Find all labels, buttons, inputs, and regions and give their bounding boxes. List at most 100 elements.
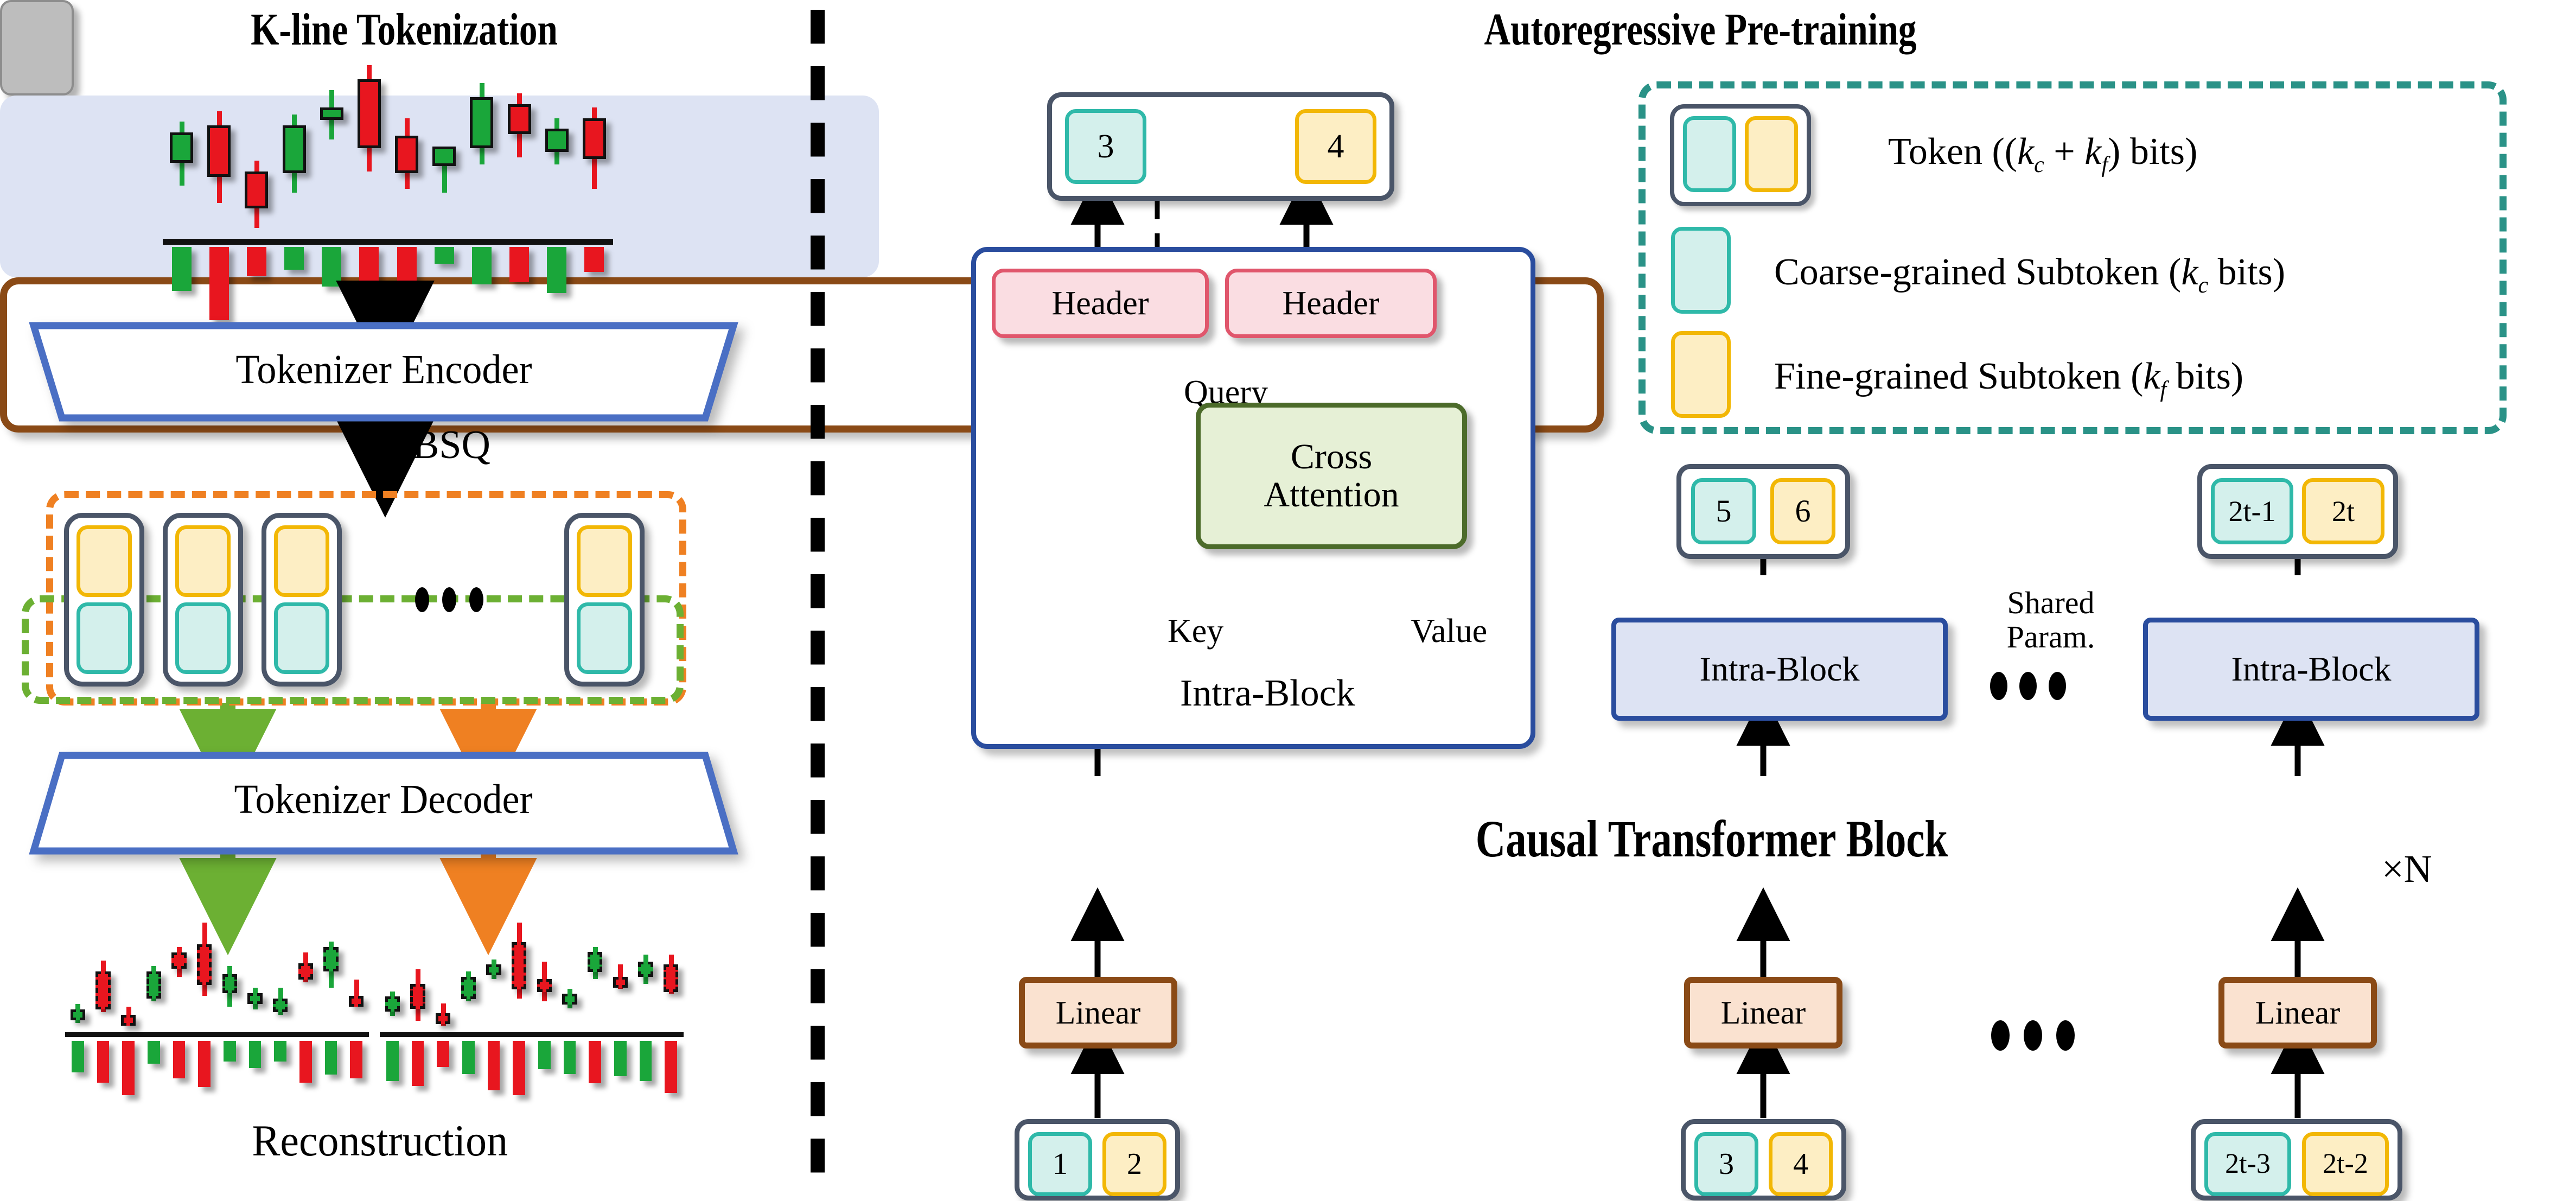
bsq-token-3-fine[interactable] bbox=[274, 525, 329, 597]
candle-body bbox=[436, 1013, 451, 1025]
candle bbox=[588, 917, 603, 1026]
legend-label-fine: Fine-grained Subtoken (kf bits) bbox=[1774, 355, 2244, 402]
bsq-token-2-fine[interactable] bbox=[175, 525, 231, 597]
bsq-label: BSQ bbox=[412, 423, 490, 467]
volume-bar bbox=[97, 1041, 110, 1083]
bsq-token-4-fine[interactable] bbox=[577, 525, 632, 597]
candle bbox=[207, 60, 231, 228]
linear-box-3[interactable]: Linear bbox=[2218, 977, 2377, 1049]
intra-block-right[interactable]: Intra-Block bbox=[2143, 618, 2479, 721]
shared-output-left-fine[interactable]: 6 bbox=[1770, 478, 1835, 544]
volume-bar bbox=[639, 1041, 652, 1081]
volume-bar bbox=[589, 1041, 602, 1084]
candle-body bbox=[638, 962, 653, 977]
bsq-token-2[interactable] bbox=[163, 513, 243, 687]
volume-bar bbox=[538, 1041, 551, 1070]
candle-body bbox=[357, 79, 381, 149]
shared-output-token-left[interactable]: 5 6 bbox=[1676, 464, 1850, 559]
shared-output-right-fine[interactable]: 2t bbox=[2302, 478, 2384, 544]
candle bbox=[273, 917, 288, 1026]
reconstruction-chart-fine bbox=[380, 917, 684, 1096]
bsq-token-1-coarse[interactable] bbox=[76, 602, 132, 674]
shared-param-label: Shared Param. bbox=[1964, 586, 2138, 654]
bsq-token-3-coarse[interactable] bbox=[274, 602, 329, 674]
recon-right-baseline bbox=[380, 1032, 684, 1037]
candle-body bbox=[146, 971, 161, 999]
bsq-token-3[interactable] bbox=[262, 513, 342, 687]
candle-body bbox=[461, 976, 476, 1000]
intra-block-left[interactable]: Intra-Block bbox=[1611, 618, 1948, 721]
volume-bar bbox=[209, 247, 229, 320]
cross-attention-line2: Attention bbox=[1264, 475, 1399, 514]
legend-swatch-token-coarse bbox=[1683, 116, 1736, 192]
legend-label-token: Token ((kc + kf) bits) bbox=[1888, 131, 2198, 177]
output-subtoken-coarse[interactable]: 3 bbox=[1065, 109, 1146, 184]
bsq-token-2-coarse[interactable] bbox=[175, 602, 231, 674]
candle-body bbox=[170, 132, 194, 163]
bsq-token-1[interactable] bbox=[64, 513, 144, 687]
volume-bar bbox=[322, 247, 342, 287]
volume-bar bbox=[513, 1041, 526, 1095]
candle bbox=[197, 917, 212, 1026]
header-left-box[interactable]: Header bbox=[992, 269, 1209, 338]
input-token-2-fine[interactable]: 4 bbox=[1769, 1132, 1833, 1196]
volume-bar bbox=[122, 1041, 135, 1095]
candle bbox=[95, 917, 111, 1026]
legend-swatch-fine bbox=[1671, 331, 1731, 418]
candle-wick bbox=[618, 964, 623, 989]
volume-bar bbox=[299, 1041, 312, 1083]
candle-body bbox=[410, 984, 425, 1009]
volume-bar bbox=[487, 1041, 500, 1091]
candle bbox=[171, 917, 187, 1026]
volume-bar bbox=[434, 247, 454, 264]
shared-output-left-coarse[interactable]: 5 bbox=[1691, 478, 1756, 544]
candle bbox=[349, 917, 364, 1026]
input-token-2-coarse[interactable]: 3 bbox=[1694, 1132, 1758, 1196]
candle bbox=[320, 60, 343, 228]
shared-param-line1: Shared bbox=[2007, 585, 2095, 620]
shared-output-right-coarse[interactable]: 2t-1 bbox=[2211, 478, 2293, 544]
candle bbox=[247, 917, 263, 1026]
candle-body bbox=[273, 999, 288, 1012]
shared-output-token-right[interactable]: 2t-1 2t bbox=[2197, 464, 2398, 559]
cross-attention-box[interactable]: Cross Attention bbox=[1196, 403, 1467, 549]
volume-bar bbox=[359, 247, 379, 328]
input-token-3-fine[interactable]: 2t-2 bbox=[2302, 1132, 2389, 1196]
candle-body bbox=[323, 947, 339, 971]
candle-wick bbox=[442, 150, 447, 193]
header-right-box[interactable]: Header bbox=[1225, 269, 1437, 338]
volume-bar bbox=[147, 1041, 160, 1064]
bottom-ellipsis bbox=[1991, 1020, 2075, 1051]
input-token-3[interactable]: 2t-3 2t-2 bbox=[2191, 1119, 2402, 1200]
candle bbox=[170, 60, 194, 228]
input-token-1[interactable]: 1 2 bbox=[1015, 1119, 1180, 1200]
input-token-3-coarse[interactable]: 2t-3 bbox=[2204, 1132, 2291, 1196]
linear-box-2[interactable]: Linear bbox=[1684, 977, 1842, 1049]
candle bbox=[298, 917, 313, 1026]
volume-bar bbox=[397, 247, 417, 310]
bsq-token-4[interactable] bbox=[564, 513, 645, 687]
volume-bar bbox=[437, 1041, 450, 1067]
candle-body bbox=[222, 974, 237, 993]
bsq-token-4-coarse[interactable] bbox=[577, 602, 632, 674]
volume-bar bbox=[584, 247, 604, 272]
value-label: Value bbox=[1411, 613, 1488, 650]
input-token-1-coarse[interactable]: 1 bbox=[1028, 1132, 1092, 1196]
legend-label-coarse: Coarse-grained Subtoken (kc bits) bbox=[1774, 251, 2286, 298]
source-candlestick-chart bbox=[163, 60, 613, 328]
candle-body bbox=[247, 993, 263, 1004]
output-subtoken-fine[interactable]: 4 bbox=[1295, 109, 1376, 184]
candle-body bbox=[70, 1009, 85, 1020]
bsq-token-1-fine[interactable] bbox=[76, 525, 132, 597]
input-token-1-fine[interactable]: 2 bbox=[1102, 1132, 1166, 1196]
candle bbox=[395, 60, 419, 228]
candle bbox=[537, 917, 552, 1026]
linear-box-1[interactable]: Linear bbox=[1019, 977, 1177, 1049]
volume-bar bbox=[547, 247, 567, 293]
input-token-2[interactable]: 3 4 bbox=[1681, 1119, 1846, 1200]
intra-block-state-box bbox=[0, 0, 74, 96]
candle bbox=[664, 917, 679, 1026]
candle-body bbox=[282, 125, 306, 174]
legend-box bbox=[1638, 81, 2507, 434]
output-token-frame[interactable]: 3 4 bbox=[1047, 92, 1394, 201]
